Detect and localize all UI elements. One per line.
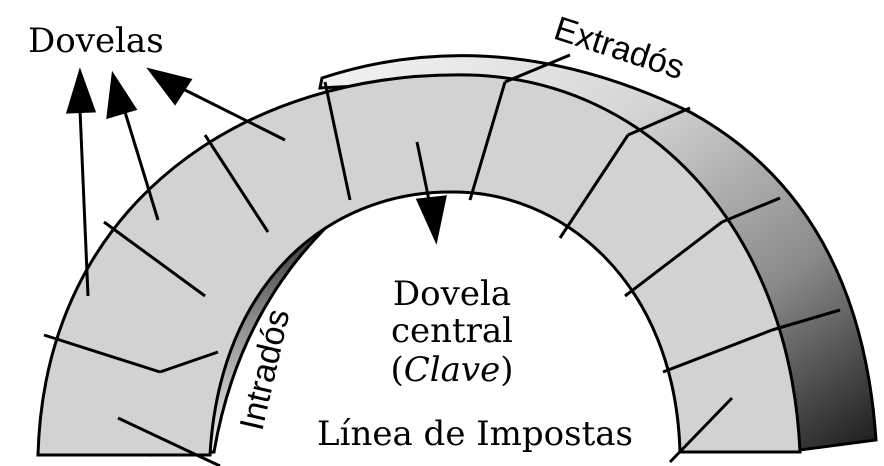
voussoir-joints [43,81,773,374]
label-dovela-central-2: central [391,311,513,351]
label-dovelas: Dovelas [28,21,164,61]
clave-word: Clave [404,350,501,390]
intrados-joint [159,350,219,374]
impost-lines [117,396,734,466]
extrados-joints [504,53,841,332]
keystone-arrow [415,141,447,245]
label-clave: (Clave) [390,350,513,390]
label-dovela-central-1: Dovela [393,274,511,314]
label-linea-impostas: Línea de Impostas [317,414,633,454]
clave-close-paren: ) [500,350,513,390]
dovelas-arrows [65,67,286,297]
clave-open-paren: ( [390,350,403,390]
